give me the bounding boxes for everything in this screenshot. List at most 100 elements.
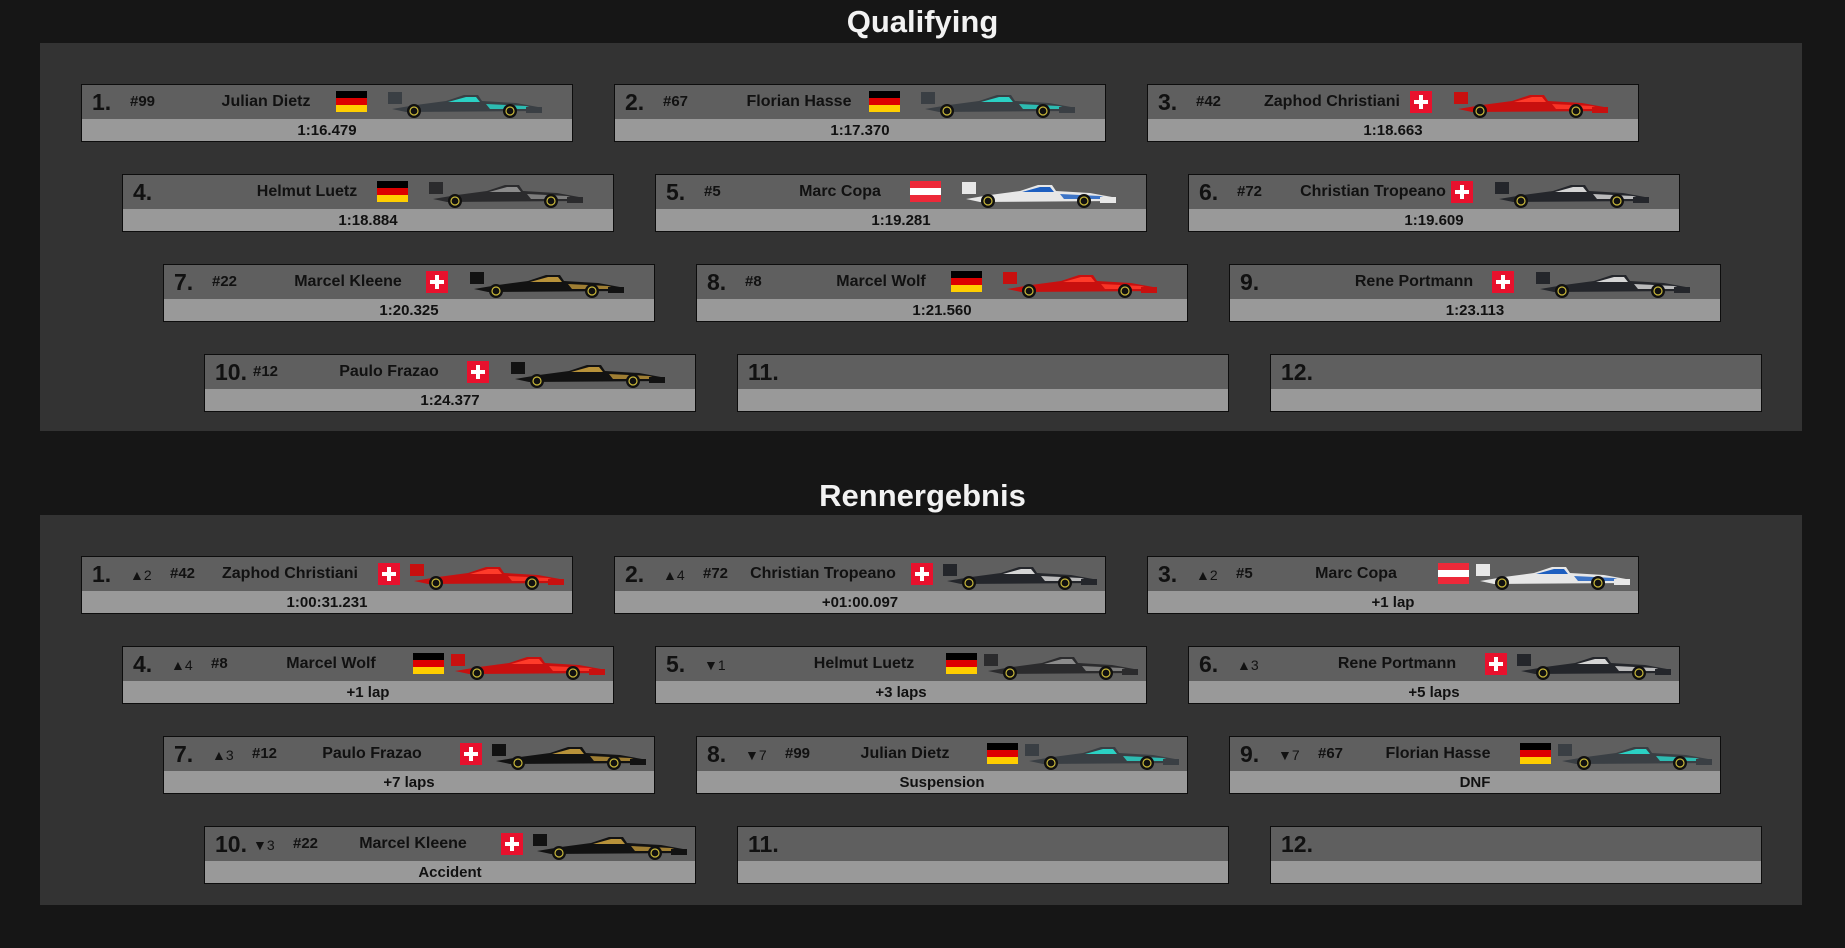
driver-name: Julian Dietz [860, 745, 950, 762]
flag-ch-icon [426, 271, 448, 293]
position-label: 10. [215, 831, 247, 857]
result-value: +7 laps [164, 771, 654, 793]
race-panel: 1. ▲2 #42 Zaphod Christiani 1:00:31.231 2.▲4… [40, 515, 1802, 905]
race-card-12: 12. [1270, 826, 1762, 884]
position-change: ▲2 [1196, 567, 1218, 583]
car-number: #12 [252, 745, 278, 762]
qualifying-card-4: 4.Helmut Luetz 1:18.884 [122, 174, 614, 232]
result-value: 1:21.560 [697, 299, 1187, 321]
car-number: #5 [704, 183, 721, 200]
result-value [1271, 389, 1761, 411]
car-ferrari-icon [1003, 272, 1157, 298]
car-williams-icon [1476, 564, 1630, 590]
position-label: 2. [625, 89, 645, 115]
driver-name: Julian Dietz [221, 93, 311, 110]
car-sauber-icon [943, 564, 1097, 590]
car-number: #22 [212, 273, 238, 290]
result-value: Suspension [697, 771, 1187, 793]
flag-ch-icon [501, 833, 523, 855]
driver-name: Christian Tropeano [1300, 183, 1446, 200]
car-number: #5 [1236, 565, 1253, 582]
car-sauber-icon [1536, 272, 1690, 298]
result-value: +3 laps [656, 681, 1146, 703]
qualifying-card-11: 11. [737, 354, 1229, 412]
result-value: +5 laps [1189, 681, 1679, 703]
position-label: 9. [1240, 741, 1260, 767]
race-title: Rennergebnis [819, 478, 1026, 513]
result-value: 1:19.281 [656, 209, 1146, 231]
car-number: #99 [130, 93, 156, 110]
flag-at-icon [910, 181, 941, 202]
driver-name: Zaphod Christiani [222, 565, 358, 582]
driver-name: Christian Tropeano [750, 565, 896, 582]
position-change: ▼1 [704, 657, 726, 673]
flag-ch-icon [378, 563, 400, 585]
car-mercedes-icon [1025, 744, 1179, 770]
position-label: 12. [1281, 831, 1313, 857]
position-label: 5. [666, 179, 686, 205]
result-value: 1:18.663 [1148, 119, 1638, 141]
driver-name: Marcel Kleene [294, 273, 402, 290]
car-sauber-icon [1495, 182, 1649, 208]
driver-name: Paulo Frazao [339, 363, 439, 380]
car-mercedes-icon [921, 92, 1075, 118]
result-value: 1:23.113 [1230, 299, 1720, 321]
car-number: #42 [170, 565, 196, 582]
result-value [738, 861, 1228, 883]
driver-name: Marcel Kleene [359, 835, 467, 852]
position-label: 1. [92, 561, 112, 587]
car-lotus-icon [533, 834, 687, 860]
car-number: #67 [1318, 745, 1344, 762]
flag-ch-icon [1410, 91, 1432, 113]
position-label: 11. [748, 359, 779, 385]
flag-de-icon [1520, 743, 1551, 764]
result-value: 1:00:31.231 [82, 591, 572, 613]
car-number: #12 [253, 363, 279, 380]
car-mercedes-icon [1558, 744, 1712, 770]
result-value: +1 lap [123, 681, 613, 703]
position-label: 2. [625, 561, 645, 587]
result-value [1271, 861, 1761, 883]
position-label: 4. [133, 179, 153, 205]
position-change: ▲2 [130, 567, 152, 583]
position-label: 9. [1240, 269, 1260, 295]
driver-name: Marcel Wolf [286, 655, 376, 672]
race-card-1: 1. ▲2 #42 Zaphod Christiani 1:00:31.231 [81, 556, 573, 614]
car-ferrari-icon [410, 564, 564, 590]
result-value: 1:16.479 [82, 119, 572, 141]
position-change: ▲3 [212, 747, 234, 763]
result-value: Accident [205, 861, 695, 883]
result-value: +1 lap [1148, 591, 1638, 613]
car-lotus-icon [492, 744, 646, 770]
card-header: 1. ▲2 #42 Zaphod Christiani [82, 557, 572, 591]
car-number: #67 [663, 93, 689, 110]
car-lotus-icon [470, 272, 624, 298]
position-label: 3. [1158, 89, 1178, 115]
flag-de-icon [377, 181, 408, 202]
flag-de-icon [951, 271, 982, 292]
flag-de-icon [869, 91, 900, 112]
